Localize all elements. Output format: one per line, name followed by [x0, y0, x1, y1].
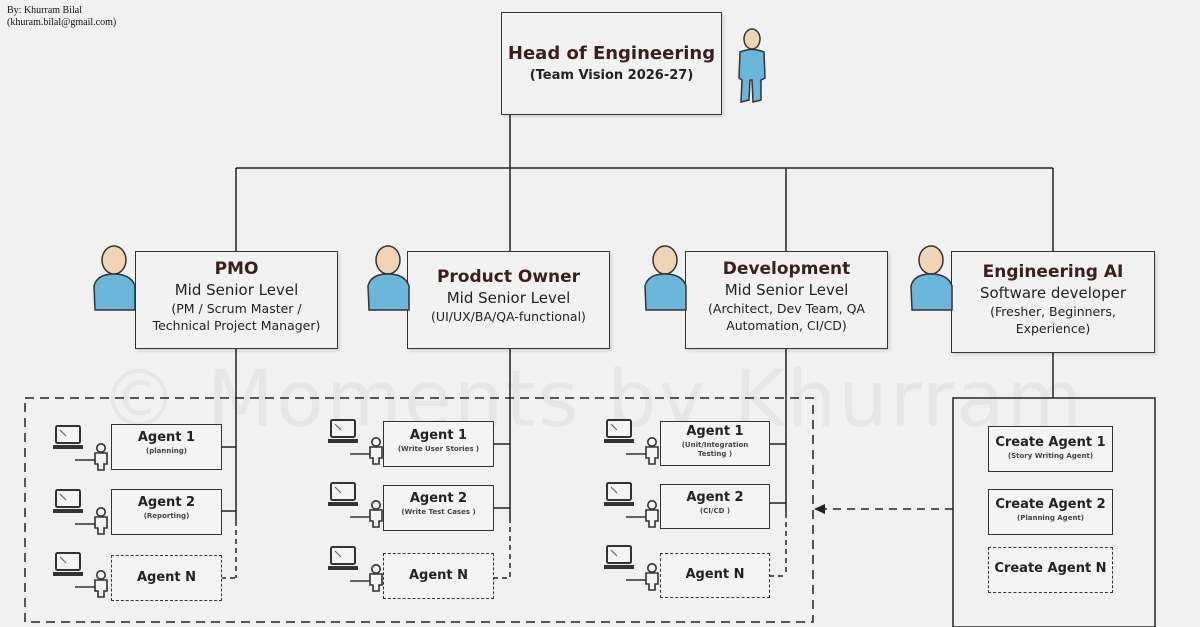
agent-purpose: (CI/CD )	[699, 507, 731, 515]
role-title: Development	[722, 259, 851, 279]
create-agent-box-1: Create Agent 1 (Story Writing Agent)	[988, 426, 1113, 472]
role-detail: Experience)	[1015, 321, 1091, 336]
agent-name: Agent 1	[137, 430, 196, 445]
role-title: PMO	[214, 259, 259, 279]
author-credit: By: Khurram Bilal (khuram.bilal@gmail.co…	[7, 5, 116, 29]
agent-purpose: (Planning Agent)	[1017, 514, 1084, 522]
arrowhead-icon	[814, 504, 825, 514]
agent-name: Create Agent 2	[995, 497, 1106, 512]
agent-purpose: (Story Writing Agent)	[1007, 452, 1094, 460]
role-level: Mid Senior Level	[724, 281, 849, 299]
head-title: Head of Engineering	[507, 43, 716, 64]
agent-purpose: (planning)	[146, 447, 187, 455]
agent-box-dev-n: Agent N	[660, 553, 770, 598]
agent-box-po-2: Agent 2 (Write Test Cases )	[383, 485, 494, 531]
role-level: Mid Senior Level	[174, 281, 299, 299]
head-subtitle: (Team Vision 2026-27)	[529, 68, 694, 83]
human-agents-group	[24, 397, 814, 623]
role-box-engineering-ai: Engineering AI Software developer (Fresh…	[951, 251, 1155, 353]
create-agent-box-2: Create Agent 2 (Planning Agent)	[988, 489, 1113, 535]
agent-name: Agent N	[136, 570, 197, 585]
agent-purpose: (Write Test Cases )	[401, 508, 476, 516]
agent-purpose: (Write User Stories )	[397, 445, 480, 453]
agent-purpose: (Unit/Integration	[681, 441, 749, 449]
agent-box-po-n: Agent N	[383, 553, 494, 599]
agent-purpose: (Reporting)	[143, 512, 190, 520]
role-box-product-owner: Product Owner Mid Senior Level (UI/UX/BA…	[407, 251, 610, 349]
agent-name: Agent 1	[686, 424, 744, 439]
role-detail: (UI/UX/BA/QA-functional)	[431, 309, 586, 324]
agent-name: Agent 2	[137, 495, 196, 510]
role-level: Software developer	[979, 284, 1126, 302]
agent-name: Create Agent 1	[995, 435, 1106, 450]
person-bust-icon	[910, 245, 953, 311]
agent-name: Create Agent N	[994, 561, 1107, 576]
create-agent-box-n: Create Agent N	[988, 547, 1113, 593]
agent-box-po-1: Agent 1 (Write User Stories )	[383, 421, 494, 467]
role-detail: Technical Project Manager)	[152, 318, 321, 333]
person-bust-icon	[93, 245, 136, 311]
agent-box-dev-1: Agent 1 (Unit/Integration Testing )	[660, 421, 770, 466]
role-detail: (PM / Scrum Master /	[171, 301, 302, 316]
role-detail: (Architect, Dev Team, QA	[708, 301, 865, 316]
agent-purpose: Testing )	[697, 450, 733, 458]
head-of-engineering-box: Head of Engineering (Team Vision 2026-27…	[501, 12, 722, 115]
role-box-development: Development Mid Senior Level (Architect,…	[685, 251, 888, 349]
agent-name: Agent N	[685, 567, 745, 582]
role-box-pmo: PMO Mid Senior Level (PM / Scrum Master …	[135, 251, 338, 349]
agent-name: Agent N	[408, 568, 469, 583]
agent-box-dev-2: Agent 2 (CI/CD )	[660, 484, 770, 529]
author-name: By: Khurram Bilal	[7, 5, 82, 16]
role-title: Product Owner	[436, 267, 581, 287]
person-bust-icon	[644, 245, 687, 311]
role-level: Mid Senior Level	[446, 289, 571, 307]
person-bust-icon	[367, 245, 410, 311]
agent-name: Agent 2	[686, 490, 744, 505]
author-email: (khuram.bilal@gmail.com)	[7, 17, 117, 28]
agent-box-pmo-2: Agent 2 (Reporting)	[111, 489, 222, 535]
role-title: Engineering AI	[982, 262, 1124, 282]
role-detail: Automation, CI/CD)	[726, 318, 847, 333]
ai-agents-group	[952, 397, 1156, 627]
standing-person-icon	[738, 28, 766, 103]
agent-box-pmo-1: Agent 1 (planning)	[111, 424, 222, 470]
agent-box-pmo-n: Agent N	[111, 555, 222, 601]
agent-name: Agent 2	[409, 491, 468, 506]
agent-name: Agent 1	[409, 428, 468, 443]
role-detail: (Fresher, Beginners,	[990, 304, 1116, 319]
